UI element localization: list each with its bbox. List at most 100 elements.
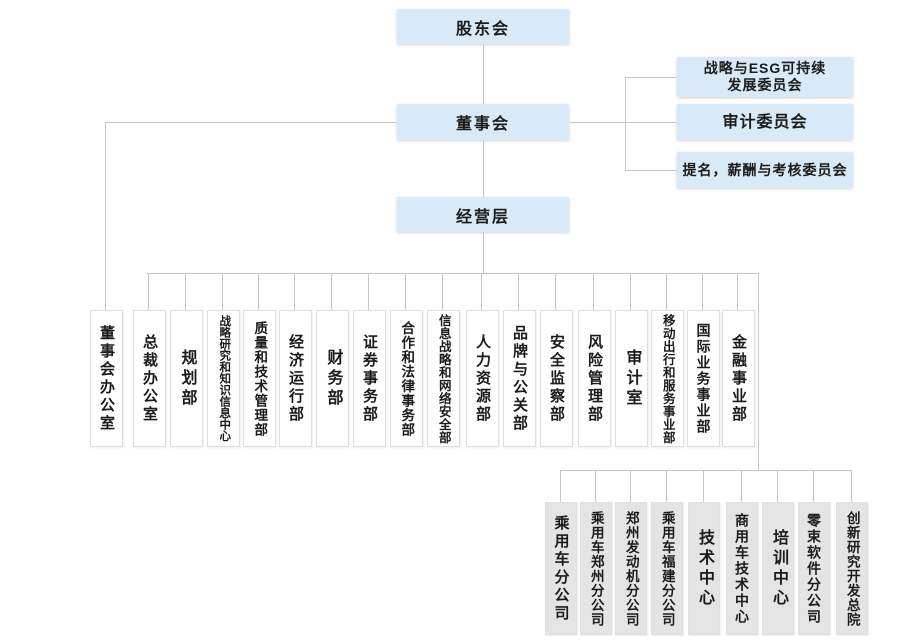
committee-label-line: 发展委员会 bbox=[727, 77, 803, 93]
branch-node-6: 培训中心 bbox=[762, 502, 794, 635]
connector-line bbox=[630, 470, 631, 502]
branch-node-2: 郑州发动机分公司 bbox=[615, 502, 647, 635]
connector-line bbox=[851, 470, 852, 502]
dept-node-5: 经济运行部 bbox=[279, 310, 312, 447]
node-label: 人力资源部 bbox=[474, 333, 491, 424]
node-label: 股东会 bbox=[455, 20, 510, 38]
node-label: 乘用车分公司 bbox=[552, 514, 570, 623]
connector-line bbox=[758, 273, 759, 470]
connector-line bbox=[595, 470, 596, 502]
dept-node-1: 总裁办公室 bbox=[133, 310, 166, 447]
dept-node-6: 财务部 bbox=[316, 310, 349, 447]
branch-node-3: 乘用车福建分公司 bbox=[651, 502, 683, 635]
dept-node-0: 董事会办公室 bbox=[90, 310, 123, 447]
connector-line bbox=[625, 77, 677, 78]
node-label: 董事会办公室 bbox=[98, 324, 115, 433]
node-label: 规划部 bbox=[178, 348, 196, 409]
connector-line bbox=[560, 470, 852, 471]
connector-line bbox=[405, 273, 406, 310]
dept-node-7: 证券事务部 bbox=[353, 310, 386, 447]
connector-line bbox=[741, 470, 742, 502]
dept-node-17: 金融事业部 bbox=[722, 310, 755, 447]
committee-node-audit: 审计委员会 bbox=[677, 104, 853, 140]
connector-line bbox=[185, 273, 186, 310]
node-label: 创新研究开发总院 bbox=[844, 510, 860, 627]
connector-line bbox=[483, 232, 484, 273]
connector-line bbox=[555, 273, 556, 310]
dept-node-8: 合作和法律事务部 bbox=[390, 310, 423, 447]
node-label: 移动出行和服务事业部 bbox=[660, 313, 675, 444]
dept-node-3: 战略研究和知识信息中心 bbox=[207, 310, 240, 447]
dept-node-10: 人力资源部 bbox=[466, 310, 499, 447]
dept-node-14: 审计室 bbox=[615, 310, 648, 447]
connector-line bbox=[105, 122, 397, 123]
dept-node-2: 规划部 bbox=[170, 310, 203, 447]
node-label: 零束软件分公司 bbox=[806, 512, 822, 625]
node-label: 技术中心 bbox=[696, 528, 713, 609]
branch-node-7: 零束软件分公司 bbox=[798, 502, 830, 635]
committee-label-line: 战略与ESG可持续 bbox=[703, 60, 827, 76]
connector-line bbox=[625, 77, 626, 171]
connector-line bbox=[593, 273, 594, 310]
connector-line bbox=[483, 140, 484, 197]
connector-line bbox=[625, 170, 677, 171]
node-label: 信息战略和网络安全部 bbox=[436, 313, 451, 444]
connector-line bbox=[294, 273, 295, 310]
connector-line bbox=[703, 470, 704, 502]
node-shareholders-meeting: 股东会 bbox=[397, 9, 569, 44]
node-label: 合作和法律事务部 bbox=[399, 320, 415, 437]
node-label: 郑州发动机分公司 bbox=[623, 510, 639, 627]
connector-line bbox=[222, 273, 223, 310]
node-board-of-directors: 董事会 bbox=[397, 104, 569, 140]
dept-node-13: 风险管理部 bbox=[578, 310, 611, 447]
connector-line bbox=[630, 273, 631, 310]
dept-node-12: 安全监察部 bbox=[540, 310, 573, 447]
connector-line bbox=[442, 273, 443, 310]
node-label: 经济运行部 bbox=[287, 333, 304, 424]
connector-line bbox=[518, 273, 519, 310]
dept-node-15: 移动出行和服务事业部 bbox=[651, 310, 684, 447]
connector-line bbox=[666, 470, 667, 502]
connector-line bbox=[560, 470, 561, 502]
committee-label-line: 提名，薪酬与考核委员会 bbox=[682, 161, 848, 178]
node-label: 审计室 bbox=[623, 348, 641, 409]
connector-line bbox=[331, 273, 332, 310]
node-label: 国际业务事业部 bbox=[695, 322, 712, 435]
node-label: 战略研究和知识信息中心 bbox=[218, 315, 231, 442]
node-label: 乘用车福建分公司 bbox=[659, 510, 675, 627]
branch-node-1: 乘用车郑州分公司 bbox=[580, 502, 612, 635]
connector-line bbox=[777, 470, 778, 502]
connector-line bbox=[481, 273, 482, 310]
connector-line bbox=[483, 44, 484, 104]
node-label: 安全监察部 bbox=[548, 333, 565, 424]
node-label: 培训中心 bbox=[770, 528, 787, 609]
connector-line bbox=[368, 273, 369, 310]
node-label: 董事会 bbox=[455, 116, 510, 133]
node-label: 商用车技术中心 bbox=[734, 512, 750, 625]
connector-line bbox=[258, 273, 259, 310]
node-label: 乘用车郑州分公司 bbox=[588, 510, 604, 627]
node-label: 财务部 bbox=[324, 348, 342, 409]
branch-node-5: 商用车技术中心 bbox=[726, 502, 758, 635]
connector-line bbox=[147, 273, 759, 274]
dept-node-4: 质量和技术管理部 bbox=[243, 310, 276, 447]
connector-line bbox=[737, 273, 738, 310]
dept-node-11: 品牌与公关部 bbox=[503, 310, 536, 447]
connector-line bbox=[702, 273, 703, 310]
node-label: 金融事业部 bbox=[730, 333, 747, 424]
connector-line bbox=[813, 470, 814, 502]
node-label: 风险管理部 bbox=[586, 333, 603, 424]
connector-line bbox=[570, 122, 677, 123]
branch-node-0: 乘用车分公司 bbox=[545, 502, 577, 635]
node-management-level: 经营层 bbox=[397, 197, 569, 232]
committee-label-line: 审计委员会 bbox=[722, 113, 808, 131]
node-label: 质量和技术管理部 bbox=[252, 320, 268, 437]
node-label: 总裁办公室 bbox=[141, 333, 158, 424]
branch-node-4: 技术中心 bbox=[688, 502, 720, 635]
node-label: 品牌与公关部 bbox=[511, 324, 528, 433]
connector-line bbox=[666, 273, 667, 310]
dept-node-9: 信息战略和网络安全部 bbox=[427, 310, 460, 447]
dept-node-16: 国际业务事业部 bbox=[687, 310, 720, 447]
connector-line bbox=[105, 122, 106, 310]
